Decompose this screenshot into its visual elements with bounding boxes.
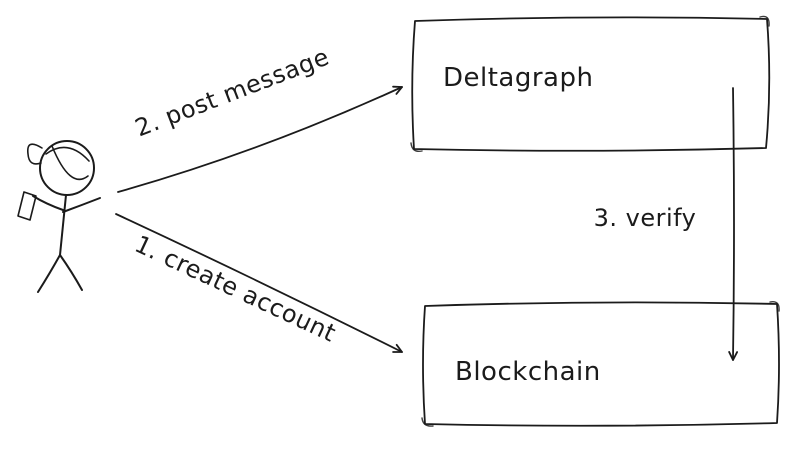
blockchain-box-sketch-overdraw bbox=[421, 301, 780, 427]
stick-figure-arm-left bbox=[32, 195, 64, 211]
blockchain-box bbox=[422, 301, 780, 427]
verify-arrow bbox=[728, 87, 739, 361]
stick-figure-hair-curl bbox=[26, 143, 43, 165]
node-blockchain: Blockchain bbox=[421, 301, 780, 427]
verify-label: 3. verify bbox=[594, 204, 697, 232]
blockchain-label: Blockchain bbox=[455, 357, 601, 387]
create-account-label: 1. create account bbox=[130, 230, 340, 348]
stick-figure-arm-right bbox=[62, 197, 101, 213]
stick-figure-head bbox=[39, 140, 95, 196]
stick-figure-leg-left bbox=[37, 254, 61, 293]
post-message-arrow bbox=[117, 85, 403, 193]
stick-figure-hand-tag bbox=[17, 191, 37, 221]
post-message-label: 2. post message bbox=[131, 43, 333, 143]
deltagraph-label: Deltagraph bbox=[443, 63, 593, 93]
edge-create-account: 1. create account bbox=[115, 213, 403, 353]
stick-figure-head-scribble bbox=[45, 145, 90, 181]
user-stick-figure-icon bbox=[17, 140, 101, 293]
create-account-arrow bbox=[115, 213, 403, 353]
edge-post-message: 2. post message bbox=[117, 43, 403, 193]
edge-verify: 3. verify bbox=[594, 87, 739, 361]
stick-figure-leg-right bbox=[59, 254, 83, 291]
stick-figure-body bbox=[59, 194, 67, 256]
node-deltagraph: Deltagraph bbox=[410, 15, 771, 153]
deltagraph-box bbox=[411, 16, 771, 152]
deltagraph-box-sketch-overdraw bbox=[410, 15, 770, 153]
